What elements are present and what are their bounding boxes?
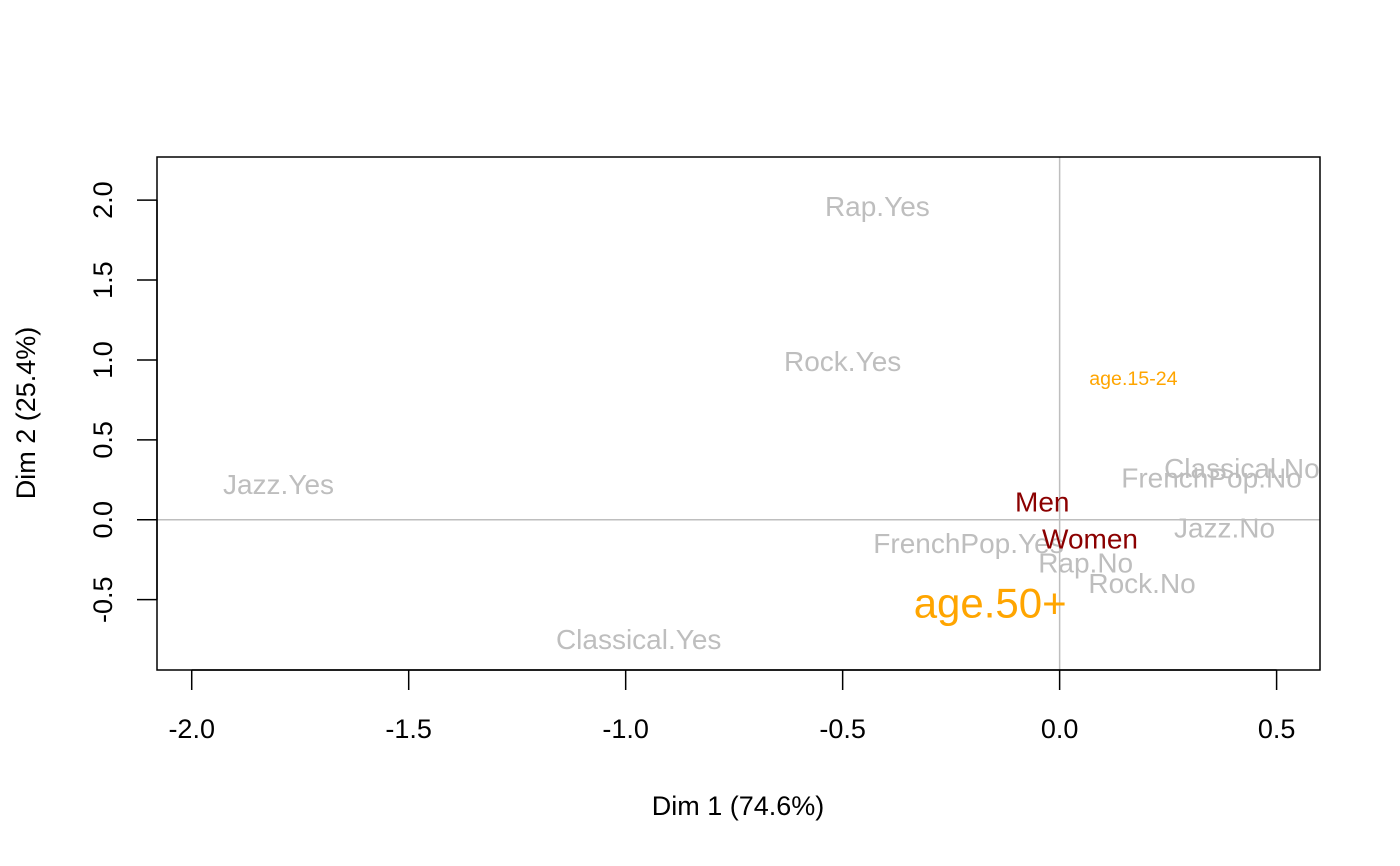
- point-label: Jazz.No: [1174, 512, 1275, 543]
- x-tick-label: -2.0: [168, 714, 215, 744]
- y-axis-title: Dim 2 (25.4%): [11, 327, 41, 500]
- y-tick-label: 1.5: [88, 261, 118, 299]
- point-label: age.15-24: [1089, 368, 1177, 390]
- point-label: Classical.No: [1164, 453, 1320, 484]
- y-tick-label: 0.5: [88, 421, 118, 459]
- point-label: FrenchPop.Yes: [873, 528, 1063, 559]
- x-tick-label: 0.5: [1258, 714, 1296, 744]
- x-tick-label: 0.0: [1041, 714, 1079, 744]
- point-label: Rock.No: [1088, 568, 1195, 599]
- x-axis: -2.0 -1.5 -1.0 -0.5 0.0 0.5: [168, 669, 1296, 744]
- point-label: Rock.Yes: [784, 346, 901, 377]
- point-label: Rap.Yes: [825, 191, 930, 222]
- x-tick-label: -1.5: [385, 714, 432, 744]
- x-tick-label: -1.0: [602, 714, 649, 744]
- y-axis: -0.5 0.0 0.5 1.0 1.5 2.0: [88, 181, 158, 623]
- y-tick-label: 2.0: [88, 181, 118, 219]
- point-label: Men: [1015, 487, 1069, 518]
- y-tick-label: 0.0: [88, 501, 118, 539]
- point-label: Classical.Yes: [556, 624, 721, 655]
- point-label: Jazz.Yes: [223, 469, 334, 500]
- y-tick-label: 1.0: [88, 341, 118, 379]
- point-label: Women: [1042, 523, 1138, 554]
- point-label: age.50+: [914, 579, 1067, 626]
- y-tick-label: -0.5: [88, 576, 118, 623]
- point-label: Rap.No: [1038, 547, 1133, 578]
- x-tick-label: -0.5: [819, 714, 866, 744]
- point-label: FrenchPop.No: [1121, 463, 1302, 494]
- x-axis-title: Dim 1 (74.6%): [652, 791, 825, 821]
